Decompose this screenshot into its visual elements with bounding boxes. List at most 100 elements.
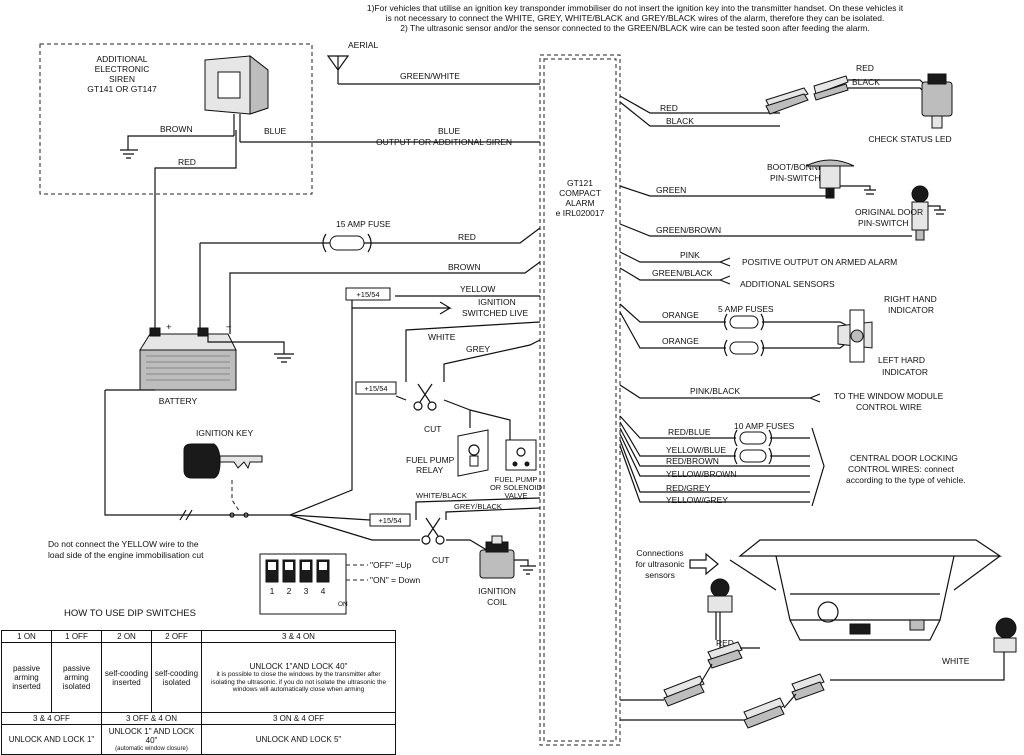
wire-blue: BLUE [438,126,461,136]
wire-red-top: RED [856,63,874,73]
car-interior-icon [729,539,1002,641]
dip-num-4: 4 [321,586,326,596]
wire-pink-black: PINK/BLACK [690,386,740,396]
unit-approval: e IRL020017 [556,208,605,218]
fuses-5-label: 5 AMP FUSES [718,304,774,314]
check-led-label: CHECK STATUS LED [868,134,951,144]
note-line-1: 1)For vehicles that utilise an ignition … [367,3,904,13]
cut-label-b: CUT [432,555,449,565]
boot-pin-1: BOOT/BONNET [767,162,829,172]
connector-icon [791,673,825,701]
wire-orange-1: ORANGE [662,310,699,320]
fuse-15-label: 15 AMP FUSE [336,219,391,229]
dip-cell-3off-4on: UNLOCK 1" AND LOCK 40" (automatic window… [101,724,202,755]
siren-wire-blue: BLUE [264,126,287,136]
fuel-valve-1: FUEL PUMP [495,475,538,484]
unit-type: COMPACT [559,188,601,198]
door-pin-2: PIN-SWITCH [858,218,909,228]
arrow-icon [689,552,719,576]
dip-head-3on-4off: 3 ON & 4 OFF [201,712,396,726]
fuse-10-icon [733,447,773,465]
fuse-5-icon [723,339,765,357]
ground-icon [274,353,294,363]
dip-head-1-off: 1 OFF [51,629,102,644]
right-ind-1: RIGHT HAND [884,294,937,304]
cdl-1: CENTRAL DOOR LOCKING [850,453,958,463]
control-unit: GT121 COMPACT ALARM e IRL020017 [539,54,621,746]
right-ind-2: INDICATOR [888,305,934,315]
connector-icon [663,675,705,707]
ground-icon [120,149,138,159]
ultrasonic-sensor-icon [830,617,1017,681]
unit-name: GT121 [567,178,593,188]
wire-green-white: GREEN/WHITE [400,71,460,81]
window-module-2: CONTROL WIRE [856,402,922,412]
siren-label-1: ADDITIONAL [96,54,147,64]
wire-yellow-grey: YELLOW/GREY [666,495,728,505]
fuel-valve-icon [505,439,537,471]
wire-red-us: RED [716,638,734,648]
dip-unlock-note: it is possible to close the windows by t… [210,671,387,694]
wire-brown: BROWN [448,262,481,272]
fuse-10-icon [733,429,773,447]
wire-red-led: RED [660,103,678,113]
dip-on-down: "ON" = Down [370,575,420,585]
wire-red-grey: RED/GREY [666,483,711,493]
led-icon [921,73,953,129]
wire-black-led: BLACK [666,116,694,126]
green-black-desc: ADDITIONAL SENSORS [740,279,835,289]
dip-head-2-off: 2 OFF [151,629,202,644]
ultrasonic-3: sensors [645,570,675,580]
label-plus1554-c: +15/54 [378,516,401,525]
cdl-2: CONTROL WIRES: connect [848,464,955,474]
dip-switch-table: 1 ON 1 OFF 2 ON 2 OFF 3 & 4 ON passive a… [1,629,396,755]
dip-head-2-on: 2 ON [101,629,152,644]
battery-minus: − [226,322,232,333]
fuel-valve-3: VALVE [504,491,527,500]
boot-pin-2: PIN-SWITCH [770,173,821,183]
dip-cell-3off-4on-note: (automatic window closure) [115,745,188,752]
ignition-coil-icon [479,535,515,579]
scissors-icon [421,517,445,545]
aerial-label: AERIAL [348,40,379,50]
ign-coil-2: COIL [487,597,507,607]
ultrasonic-2: for ultrasonic [636,559,685,569]
dip-cell-1-off: passive arming isolated [51,642,102,714]
cdl-3: according to the type of vehicle. [846,475,966,485]
dip-head-3off-4on: 3 OFF & 4 ON [101,712,202,726]
dip-head-34-on: 3 & 4 ON [201,629,396,644]
dip-num-3: 3 [304,586,309,596]
siren-wire-brown: BROWN [160,124,193,134]
fuel-relay-1: FUEL PUMP [406,455,455,465]
left-ind-2: INDICATOR [882,367,928,377]
wire-grey: GREY [466,344,490,354]
wire-black-top: BLACK [852,77,880,87]
dip-cell-34-on: UNLOCK 1"AND LOCK 40" it is possible to … [201,642,396,714]
wire-white-us: WHITE [942,656,970,666]
dip-cell-1-on: passive arming inserted [1,642,52,714]
battery-plus: + [166,322,172,333]
wire-green-brown: GREEN/BROWN [656,225,721,235]
ultrasonic-1: Connections [636,548,683,558]
wire-orange-2: ORANGE [662,336,699,346]
note-line-2: is not necessary to connect the WHITE, G… [386,13,885,23]
dip-off-up: "OFF" =Up [370,560,411,570]
dip-switch-icon [259,553,347,615]
wire-green-black: GREEN/BLACK [652,268,713,278]
yellow-warning-2: load side of the engine immobilisation c… [48,550,204,560]
note-line-3: 2) The ultrasonic sensor and/or the sens… [400,23,870,33]
fuel-valve-2: OR SOLENOID [490,483,543,492]
door-pin-switch-icon [911,185,929,241]
dip-cell-3on-4off: UNLOCK AND LOCK 5" [201,724,396,755]
wire-red-blue: RED/BLUE [668,427,711,437]
ground-icon [520,565,536,575]
battery-icon [139,327,237,391]
ignition-live-1: IGNITION [478,297,516,307]
dip-heading: HOW TO USE DIP SWITCHES [64,608,196,619]
connector-icon [707,641,743,669]
dip-unlock-title: UNLOCK 1"AND LOCK 40" [249,661,348,671]
fuel-relay-2: RELAY [416,465,444,475]
ignition-live-2: SWITCHED LIVE [462,308,528,318]
fuse-15-icon [322,233,372,253]
